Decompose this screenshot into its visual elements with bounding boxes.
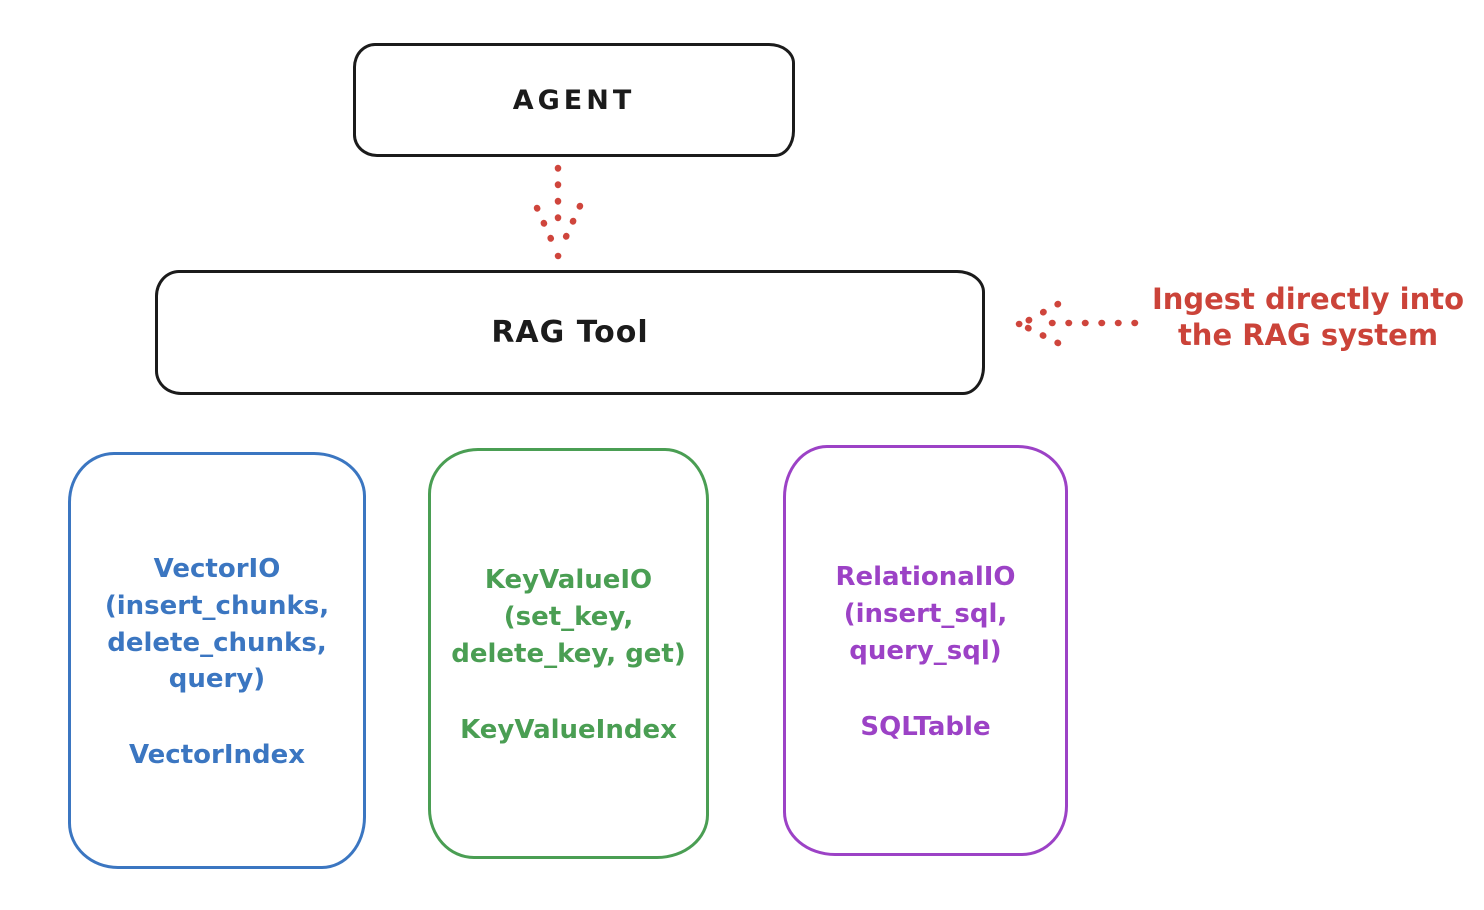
keyvalue-io-methods-line2: delete_key, get) — [451, 638, 686, 669]
ingest-annotation-line2: the RAG system — [1177, 318, 1439, 353]
relational-io-description: RelationalIO (insert_sql, query_sql) — [835, 559, 1015, 670]
keyvalue-io-box: KeyValueIO (set_key, delete_key, get) Ke… — [428, 448, 709, 859]
vector-io-description: VectorIO (insert_chunks, delete_chunks, … — [105, 551, 329, 699]
rag-tool-label: RAG Tool — [491, 315, 649, 350]
agent-label: AGENT — [512, 84, 636, 116]
keyvalue-io-methods-line1: (set_key, — [503, 602, 634, 633]
agent-node: AGENT — [353, 43, 795, 157]
ingest-annotation-line1: Ingest directly into — [1151, 282, 1465, 316]
vector-io-title: VectorIO — [153, 553, 281, 584]
rag-tool-node: RAG Tool — [155, 270, 985, 395]
keyvalue-io-title: KeyValueIO — [484, 565, 653, 596]
relational-io-methods-line2: query_sql) — [849, 635, 1002, 666]
agent-to-rag-arrow-icon — [533, 164, 584, 260]
vector-index-label: VectorIndex — [128, 740, 306, 771]
vector-io-methods-line2: delete_chunks, — [107, 627, 327, 658]
keyvalue-index-label: KeyValueIndex — [460, 714, 677, 745]
relational-io-box: RelationalIO (insert_sql, query_sql) SQL… — [783, 445, 1068, 856]
annotation-to-rag-arrow-icon — [1015, 300, 1139, 347]
ingest-annotation: Ingest directly into the RAG system — [1138, 281, 1478, 354]
vector-io-methods-line3: query) — [168, 664, 266, 695]
keyvalue-io-description: KeyValueIO (set_key, delete_key, get) — [451, 562, 686, 673]
relational-io-title: RelationalIO — [835, 562, 1016, 593]
vector-io-methods-line1: (insert_chunks, — [104, 590, 330, 621]
relational-io-methods-line1: (insert_sql, — [843, 599, 1008, 630]
sql-table-label: SQLTable — [860, 711, 991, 742]
vector-io-box: VectorIO (insert_chunks, delete_chunks, … — [68, 452, 366, 869]
